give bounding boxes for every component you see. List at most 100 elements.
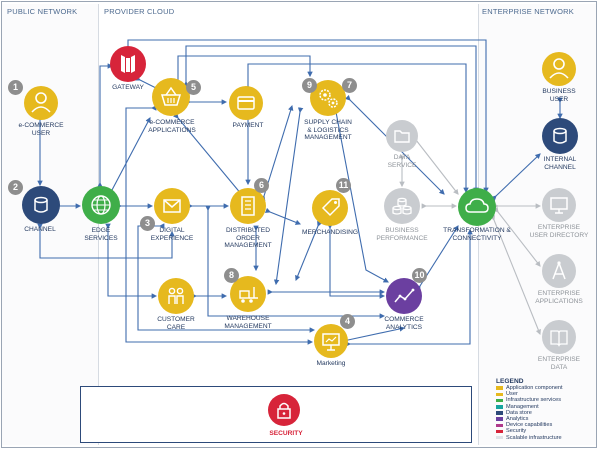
distributed-order-node[interactable] bbox=[230, 188, 266, 224]
badge: 5 bbox=[186, 80, 201, 95]
node-label: SUPPLY CHAIN & LOGISTICS MANAGEMENT bbox=[304, 119, 352, 142]
book-icon bbox=[550, 330, 568, 347]
edge-services-node[interactable] bbox=[82, 186, 120, 224]
legend-label: Data store bbox=[506, 409, 532, 416]
merchandising-node[interactable] bbox=[312, 190, 348, 226]
node-label: CUSTOMER CARE bbox=[157, 316, 195, 331]
people-icon bbox=[168, 287, 184, 304]
credit-card-icon bbox=[237, 96, 255, 110]
enterprise-data-node[interactable] bbox=[542, 320, 576, 354]
node-label: DIGITAL EXPERIENCE bbox=[150, 227, 194, 242]
legend-label: Analytics bbox=[506, 415, 529, 422]
security-node[interactable] bbox=[268, 394, 300, 426]
node-label: WAREHOUSE MANAGEMENT bbox=[224, 315, 272, 330]
ecommerce-apps-node[interactable] bbox=[152, 78, 190, 116]
business-user-node[interactable] bbox=[542, 52, 576, 86]
legend-item: Infrastructure services bbox=[496, 397, 594, 403]
gateway-node[interactable] bbox=[110, 46, 146, 82]
legend-label: Infrastructure services bbox=[506, 397, 562, 404]
edge bbox=[205, 205, 386, 319]
badge: 7 bbox=[342, 78, 357, 93]
business-performance-node[interactable] bbox=[384, 188, 420, 224]
legend-swatch bbox=[496, 392, 503, 397]
monitor-icon bbox=[550, 197, 568, 214]
node-label: BUSINESS USER bbox=[542, 88, 576, 103]
node-label: EDGE SERVICES bbox=[84, 227, 118, 242]
legend-swatch bbox=[496, 404, 503, 409]
edge bbox=[125, 39, 489, 194]
node-label: DATA SERVICE bbox=[387, 154, 417, 169]
node-label: e-COMMERCE APPLICATIONS bbox=[148, 119, 196, 134]
zone-title-enterprise: ENTERPRISE NETWORK bbox=[482, 7, 574, 16]
badge: 9 bbox=[302, 78, 317, 93]
legend-item: User bbox=[496, 391, 594, 397]
edge bbox=[490, 153, 541, 202]
presentation-icon bbox=[322, 333, 340, 351]
node-label: SECURITY bbox=[269, 430, 303, 437]
badge: 4 bbox=[340, 314, 355, 329]
legend-item: Analytics bbox=[496, 416, 594, 422]
forklift-icon bbox=[239, 287, 258, 303]
edge-gray bbox=[411, 134, 459, 195]
node-label: DISTRIBUTED ORDER MANAGEMENT bbox=[224, 227, 272, 250]
warehouse-node[interactable] bbox=[230, 276, 266, 312]
node-label: INTERNAL CHANNEL bbox=[543, 156, 577, 171]
commerce-analytics-node[interactable] bbox=[386, 278, 422, 314]
zone-title-provider: PROVIDER CLOUD bbox=[104, 7, 175, 16]
person-icon bbox=[31, 92, 51, 113]
marketing-node[interactable] bbox=[314, 324, 348, 358]
legend-label: Application component bbox=[506, 385, 563, 391]
legend-label: Scalable infrastructure bbox=[506, 434, 562, 441]
legend-swatch bbox=[496, 429, 503, 434]
edge bbox=[245, 63, 469, 194]
payment-node[interactable] bbox=[229, 86, 263, 120]
badge: 6 bbox=[254, 178, 269, 193]
shopping-basket-icon bbox=[160, 86, 182, 106]
edge bbox=[345, 228, 473, 347]
legend-swatch bbox=[496, 386, 503, 390]
person-icon bbox=[549, 58, 569, 79]
digital-experience-node[interactable] bbox=[154, 188, 190, 224]
tag-icon bbox=[321, 198, 340, 217]
node-label: BUSINESS PERFORMANCE bbox=[376, 227, 428, 242]
legend-label: Management bbox=[506, 403, 539, 410]
edge bbox=[107, 117, 151, 196]
compass-icon bbox=[552, 261, 566, 280]
customer-care-node[interactable] bbox=[158, 278, 194, 314]
enterprise-user-directory-node[interactable] bbox=[542, 188, 576, 222]
badge: 3 bbox=[140, 216, 155, 231]
security-panel: SECURITY bbox=[80, 386, 472, 443]
node-label: GATEWAY bbox=[112, 84, 144, 91]
legend-item: Security bbox=[496, 428, 594, 434]
envelope-icon bbox=[163, 199, 181, 213]
edge bbox=[97, 63, 114, 188]
transformation-node[interactable] bbox=[458, 188, 496, 226]
node-label: Marketing bbox=[316, 360, 346, 367]
legend-swatch bbox=[496, 417, 503, 421]
padlock-icon bbox=[277, 402, 291, 419]
badge: 11 bbox=[336, 178, 351, 193]
node-label: e-COMMERCE USER bbox=[18, 122, 64, 137]
line-graph-icon bbox=[394, 288, 415, 303]
legend-label: Device capabilities bbox=[506, 422, 553, 429]
legend-item: Data store bbox=[496, 410, 594, 416]
edge-gray bbox=[489, 214, 541, 336]
node-label: CHANNEL bbox=[24, 226, 56, 233]
ecommerce-user-node[interactable] bbox=[24, 86, 58, 120]
legend-title: LEGEND bbox=[496, 378, 524, 385]
data-service-node[interactable] bbox=[386, 120, 418, 152]
channel-node[interactable] bbox=[22, 186, 60, 224]
gateway-icon bbox=[121, 55, 135, 73]
document-icon bbox=[241, 196, 255, 216]
node-label: COMMERCE ANALYTICS bbox=[384, 316, 424, 331]
legend-label: Security bbox=[506, 428, 527, 435]
enterprise-applications-node[interactable] bbox=[542, 254, 576, 288]
edge bbox=[125, 105, 314, 345]
database-icon bbox=[553, 127, 567, 144]
edge bbox=[295, 220, 323, 282]
internal-channel-node[interactable] bbox=[542, 118, 578, 154]
edge bbox=[105, 223, 158, 299]
